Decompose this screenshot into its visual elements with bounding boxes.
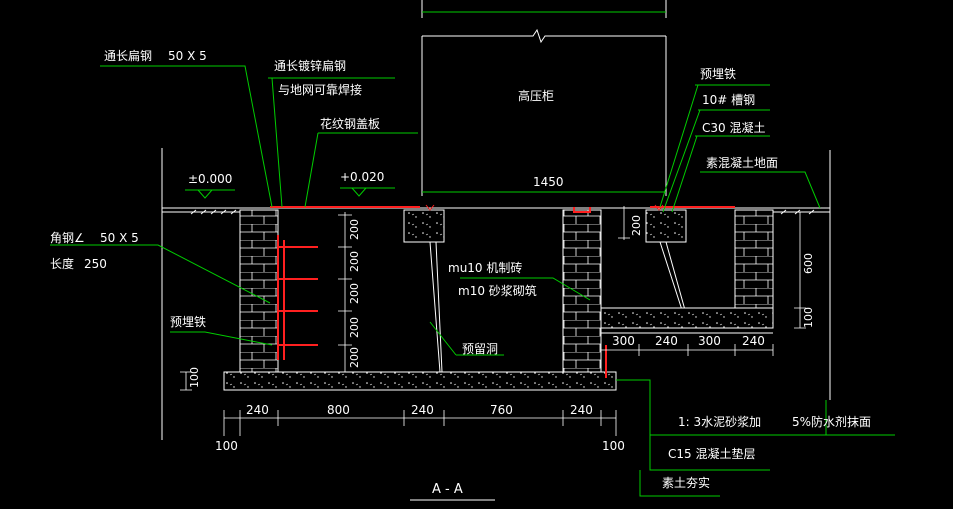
ground-net-label: 与地网可靠焊接	[278, 83, 363, 97]
angle-size-label: 50 X 5	[100, 231, 139, 245]
dim-v-200-1: 200	[348, 219, 361, 240]
flat-steel-size-label: 50 X 5	[168, 49, 207, 63]
cabinet-label: 高压柜	[518, 89, 555, 103]
c30-beam-left	[403, 209, 445, 243]
c15-label: C15 混凝土垫层	[668, 447, 756, 461]
section-label: A - A	[432, 482, 463, 497]
right-vertical-dims	[180, 206, 806, 391]
c15-cushion	[223, 371, 617, 391]
dim-v-200-3: 200	[348, 283, 361, 304]
dim-v-right-200: 200	[630, 215, 643, 236]
dim-bottom-760: 760	[490, 403, 513, 417]
dim-v-200-4: 200	[348, 317, 361, 338]
brick-label: mu10 机制砖	[448, 261, 523, 275]
dim-v-left-100: 100	[188, 367, 201, 388]
plain-concrete-label: 素混凝土地面	[706, 156, 779, 170]
flat-steel-label: 通长扁钢	[104, 49, 153, 63]
length-label: 长度	[50, 257, 75, 271]
dim-v-200-2: 200	[348, 251, 361, 272]
dim-pit-300-2: 300	[698, 334, 721, 348]
dim-bottom-800: 800	[327, 403, 350, 417]
middle-brick-wall	[562, 209, 602, 373]
drain-hole-label: 预留洞	[462, 342, 499, 356]
embedded-iron-left-label: 预埋铁	[170, 315, 207, 329]
dim-pit-300-1: 300	[612, 334, 635, 348]
elevation-zero-label: ±0.000	[188, 172, 233, 186]
angle-steel-label: 角钢∠	[50, 231, 85, 245]
cabinet-outline	[421, 0, 667, 196]
steel-elements	[270, 206, 735, 378]
bottom-dims	[223, 344, 774, 436]
right-pit-slab	[600, 307, 774, 329]
c30-beam-right	[645, 209, 687, 243]
left-brick-wall	[239, 209, 279, 373]
dim-bottom-240-2: 240	[411, 403, 434, 417]
elevation-markers	[185, 187, 395, 199]
embedded-iron-top-label: 预埋铁	[700, 67, 737, 81]
compacted-soil-label: 素土夯实	[662, 476, 711, 490]
left-vertical-dims	[338, 212, 352, 373]
mortar-plaster-label: 1: 3水泥砂浆加	[678, 415, 762, 429]
waterproof-label: 5%防水剂抹面	[792, 415, 872, 429]
dim-v-200-5: 200	[348, 347, 361, 368]
dim-bottom-end-right: 100	[602, 439, 625, 453]
checker-plate-label: 花纹钢盖板	[320, 117, 381, 131]
mortar-label: m10 砂浆砌筑	[458, 284, 537, 298]
dim-v-600: 600	[802, 253, 815, 274]
dim-pit-240-2: 240	[742, 334, 765, 348]
dim-v-right-100: 100	[802, 307, 815, 328]
channel-steel-label: 10# 槽钢	[702, 93, 756, 107]
width-1450-label: 1450	[533, 175, 564, 189]
dim-bottom-240-3: 240	[570, 403, 593, 417]
dim-pit-240-1: 240	[655, 334, 678, 348]
dim-bottom-240-1: 240	[246, 403, 269, 417]
c30-label: C30 混凝土	[702, 121, 766, 135]
length-value-label: 250	[84, 257, 107, 271]
channel-steel-marks	[425, 204, 664, 211]
dim-bottom-end-left: 100	[215, 439, 238, 453]
leaders	[50, 65, 895, 497]
elevation-020-label: +0.020	[340, 170, 385, 184]
galv-flat-steel-label: 通长镀锌扁钢	[274, 59, 347, 73]
